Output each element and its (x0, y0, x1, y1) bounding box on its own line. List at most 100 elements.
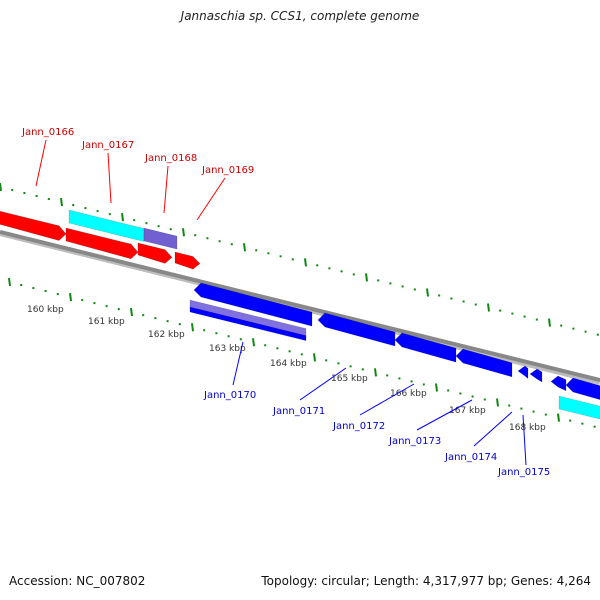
inner-minor-tick (520, 407, 523, 410)
outer-minor-tick (291, 258, 294, 261)
outer-minor-tick (157, 225, 160, 228)
gene-arrow-next-2[interactable] (565, 377, 600, 405)
gene-arrow-Jann_0167[interactable] (65, 227, 139, 260)
leader-line (416, 399, 473, 431)
inner-major-tick (252, 338, 255, 347)
gene-label-Jann_0166[interactable]: Jann_0166 (21, 127, 74, 138)
outer-minor-tick (584, 330, 587, 333)
rna-feature-cyan[interactable] (68, 209, 145, 242)
gene-label-Jann_0169[interactable]: Jann_0169 (201, 165, 254, 176)
leader-line (163, 165, 169, 214)
inner-major-tick (435, 383, 438, 392)
gene-arrow-Jann_0172[interactable] (394, 332, 457, 363)
outer-minor-tick (438, 294, 441, 297)
outer-minor-tick (23, 192, 26, 195)
kbp-tick-label: 164 kbp (270, 359, 307, 369)
inner-minor-tick (544, 413, 547, 416)
inner-minor-tick (593, 425, 596, 428)
gene-label-Jann_0172[interactable]: Jann_0172 (332, 421, 385, 432)
inner-minor-tick (337, 362, 340, 365)
outer-minor-tick (560, 324, 563, 327)
gene-arrow-next-1[interactable] (550, 375, 567, 392)
kbp-tick-label: 163 kbp (209, 344, 246, 354)
outer-minor-tick (35, 195, 38, 198)
inner-minor-tick (532, 410, 535, 413)
outer-major-tick (426, 288, 429, 297)
gene-arrow-Jann_0171[interactable] (317, 312, 396, 347)
outer-minor-tick (72, 204, 75, 207)
outer-major-tick (243, 243, 246, 252)
outer-minor-tick (389, 282, 392, 285)
inner-minor-tick (203, 329, 206, 332)
kbp-tick-label: 162 kbp (148, 330, 185, 340)
gene-label-Jann_0168[interactable]: Jann_0168 (144, 153, 197, 164)
outer-minor-tick (96, 210, 99, 213)
outer-major-tick (304, 258, 307, 267)
outer-major-tick (60, 197, 63, 207)
outer-minor-tick (133, 219, 136, 222)
gene-label-Jann_0171[interactable]: Jann_0171 (272, 406, 325, 417)
map-title: Jannaschia sp. CCS1, complete genome (180, 9, 420, 23)
inner-major-tick (374, 368, 377, 377)
outer-major-tick (182, 228, 185, 237)
inner-minor-tick (93, 302, 96, 305)
inner-minor-tick (361, 368, 364, 371)
leader-line (522, 414, 527, 466)
inner-minor-tick (349, 365, 352, 368)
rna-feature-purple[interactable] (143, 227, 178, 250)
gene-arrow-Jann_0174[interactable] (517, 365, 529, 380)
outer-tick-track (0, 182, 599, 336)
outer-minor-tick (377, 279, 380, 282)
leader-line (196, 177, 226, 221)
outer-minor-tick (535, 318, 538, 321)
gene-label-Jann_0174[interactable]: Jann_0174 (444, 452, 497, 463)
inner-minor-tick (483, 398, 486, 401)
outer-minor-tick (279, 255, 282, 258)
gene-arrow-Jann_0170[interactable] (193, 282, 313, 327)
gene-label-Jann_0173[interactable]: Jann_0173 (388, 436, 441, 447)
gene-label-Jann_0175[interactable]: Jann_0175 (497, 467, 550, 478)
gene-arrow-Jann_0173[interactable] (455, 348, 513, 378)
inner-minor-tick (325, 359, 328, 362)
inner-minor-tick (398, 377, 401, 380)
inner-minor-tick (44, 290, 47, 293)
outer-minor-tick (462, 300, 465, 303)
outer-major-tick (487, 303, 490, 312)
gene-label-Jann_0170[interactable]: Jann_0170 (203, 390, 256, 401)
inner-minor-tick (117, 308, 120, 311)
inner-minor-tick (300, 353, 303, 356)
inner-minor-tick (227, 335, 230, 338)
outer-minor-tick (316, 264, 319, 267)
inner-major-tick (557, 413, 560, 422)
inner-minor-tick (20, 284, 23, 287)
inner-major-tick (191, 323, 194, 332)
inner-minor-tick (459, 392, 462, 395)
inner-minor-tick (386, 374, 389, 377)
outer-minor-tick (206, 237, 209, 240)
inner-minor-tick (166, 320, 169, 323)
gene-arrow-Jann_0166[interactable] (0, 210, 67, 241)
inner-minor-tick (56, 293, 59, 296)
inner-minor-tick (32, 287, 35, 290)
leader-line (35, 139, 47, 187)
outer-minor-tick (218, 240, 221, 243)
rna-feature-cyan-2[interactable] (558, 395, 600, 424)
rna-feature-blue-base[interactable] (189, 306, 307, 342)
feature-track (0, 209, 600, 424)
gene-arrow-Jann_0175[interactable] (529, 368, 543, 383)
inner-minor-tick (581, 422, 584, 425)
outer-minor-tick (499, 309, 502, 312)
outer-major-tick (365, 273, 368, 282)
inner-minor-tick (447, 389, 450, 392)
backbone-line (0, 230, 600, 382)
inner-minor-tick (215, 332, 218, 335)
kbp-tick-label: 160 kbp (27, 305, 64, 315)
outer-minor-tick (450, 297, 453, 300)
inner-minor-tick (410, 380, 413, 383)
gene-label-Jann_0167[interactable]: Jann_0167 (81, 140, 134, 151)
gene-arrow-Jann_0168[interactable] (137, 242, 173, 264)
kbp-tick-label: 168 kbp (509, 423, 546, 433)
gene-arrow-Jann_0169[interactable] (174, 251, 201, 270)
inner-minor-tick (142, 314, 145, 317)
